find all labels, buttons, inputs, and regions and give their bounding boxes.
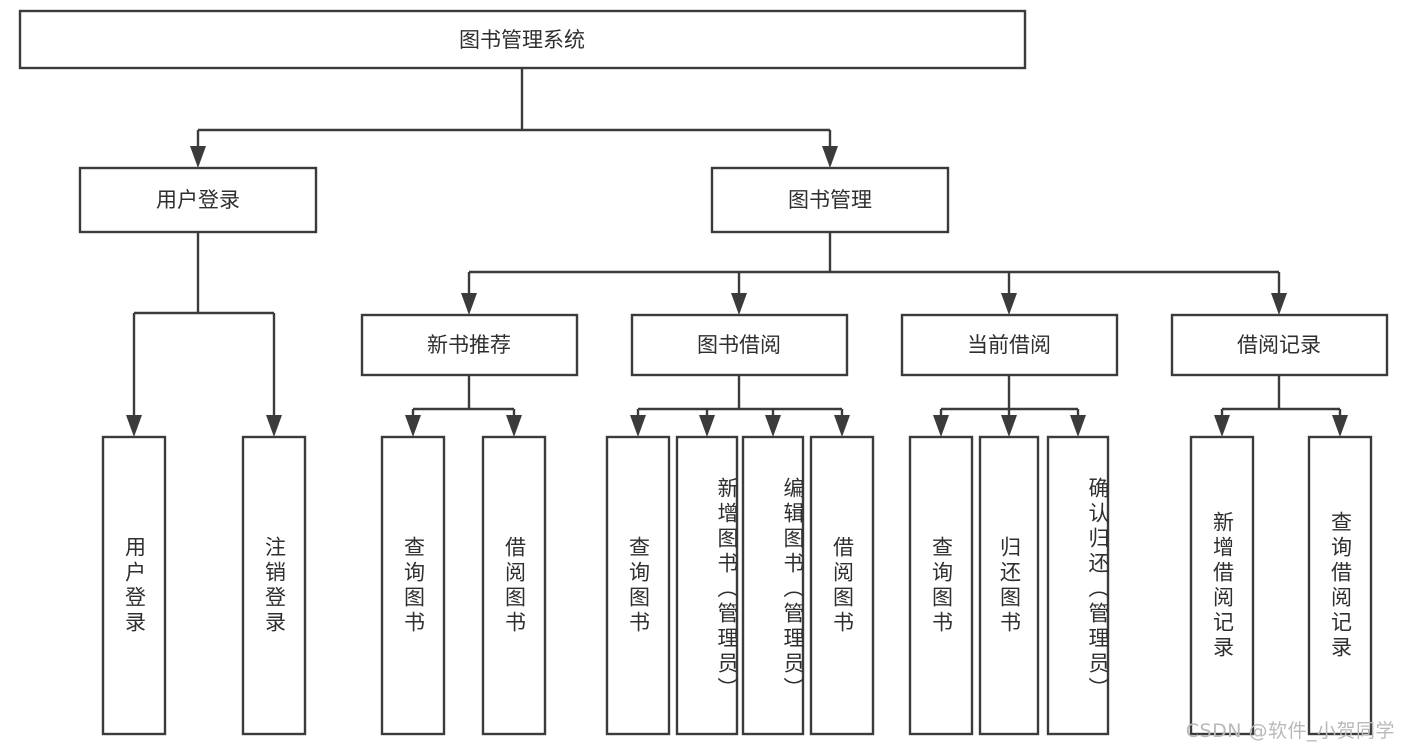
arrow-to-leaf-query-book-3-icon (933, 415, 949, 437)
node-current-borrow-box (900, 313, 1119, 377)
arrow-to-leaf-logout-icon (266, 415, 282, 437)
edges-new-book-recommend-to-leaves (405, 375, 522, 437)
arrow-to-leaf-add-book-icon (699, 415, 715, 437)
edges-book-management-to-level2 (461, 232, 1287, 315)
node-root-label: 图书管理系统 (459, 28, 585, 52)
arrow-to-leaf-return-book-icon (1001, 415, 1017, 437)
node-borrow-record: 借阅记录 (1170, 313, 1389, 377)
edges-book-borrow-to-leaves (630, 375, 850, 437)
arrow-to-leaf-query-book-1-icon (405, 415, 421, 437)
leaf-confirm-return-box (1046, 435, 1110, 736)
arrow-to-book-borrow-icon (731, 293, 747, 315)
leaf-query-book-2-box (605, 435, 671, 736)
leaf-edit-book-box (741, 435, 805, 736)
node-book-management-label: 图书管理 (788, 188, 872, 212)
edges-current-borrow-to-leaves (933, 375, 1086, 437)
arrow-to-leaf-borrow-book-1-icon (506, 415, 522, 437)
arrow-to-leaf-query-book-2-icon (630, 415, 646, 437)
arrow-to-leaf-confirm-return-icon (1070, 415, 1086, 437)
node-book-borrow-label: 图书借阅 (697, 333, 781, 357)
node-borrow-record-box (1170, 313, 1389, 377)
leaf-logout-box (241, 435, 307, 736)
arrow-to-current-borrow-icon (1001, 293, 1017, 315)
arrow-to-borrow-record-icon (1271, 293, 1287, 315)
node-borrow-record-label: 借阅记录 (1237, 333, 1321, 357)
node-user-login: 用户登录 (78, 166, 318, 234)
node-root-box (18, 9, 1027, 70)
arrow-to-leaf-borrow-book-2-icon (834, 415, 850, 437)
node-book-borrow-box (630, 313, 849, 377)
watermark-text: CSDN @软件_小贺同学 (1185, 720, 1395, 742)
edges-root-to-level1 (190, 68, 838, 168)
leaf-user-login-box (101, 435, 167, 736)
leaf-query-record-box (1307, 435, 1373, 736)
arrow-to-leaf-user-login-icon (126, 415, 142, 437)
node-current-borrow: 当前借阅 (900, 313, 1119, 377)
leaf-add-book-box (675, 435, 739, 736)
node-book-management-box (710, 166, 950, 234)
arrow-to-leaf-query-record-icon (1332, 415, 1348, 437)
node-current-borrow-label: 当前借阅 (967, 333, 1051, 357)
node-new-book-recommend-label: 新书推荐 (427, 333, 511, 357)
leaf-query-book-3-box (908, 435, 974, 736)
leaf-borrow-book-1-box (481, 435, 547, 736)
arrow-to-leaf-add-record-icon (1214, 415, 1230, 437)
arrow-to-leaf-edit-book-icon (765, 415, 781, 437)
node-user-login-label: 用户登录 (156, 188, 240, 212)
node-book-management: 图书管理 (710, 166, 950, 234)
leaf-query-book-1-box (380, 435, 446, 736)
edges-borrow-record-to-leaves (1214, 375, 1348, 437)
node-new-book-recommend: 新书推荐 (360, 313, 579, 377)
node-root: 图书管理系统 (18, 9, 1027, 70)
node-book-borrow: 图书借阅 (630, 313, 849, 377)
node-new-book-recommend-box (360, 313, 579, 377)
leaf-borrow-book-2-box (809, 435, 875, 736)
arrow-to-book-management-icon (822, 146, 838, 168)
leaf-boxes (101, 435, 1373, 736)
arrow-to-new-book-recommend-icon (461, 293, 477, 315)
leaf-return-book-box (978, 435, 1040, 736)
leaf-add-record-box (1189, 435, 1255, 736)
edges-user-login-to-leaves (126, 232, 282, 437)
arrow-to-user-login-icon (190, 146, 206, 168)
